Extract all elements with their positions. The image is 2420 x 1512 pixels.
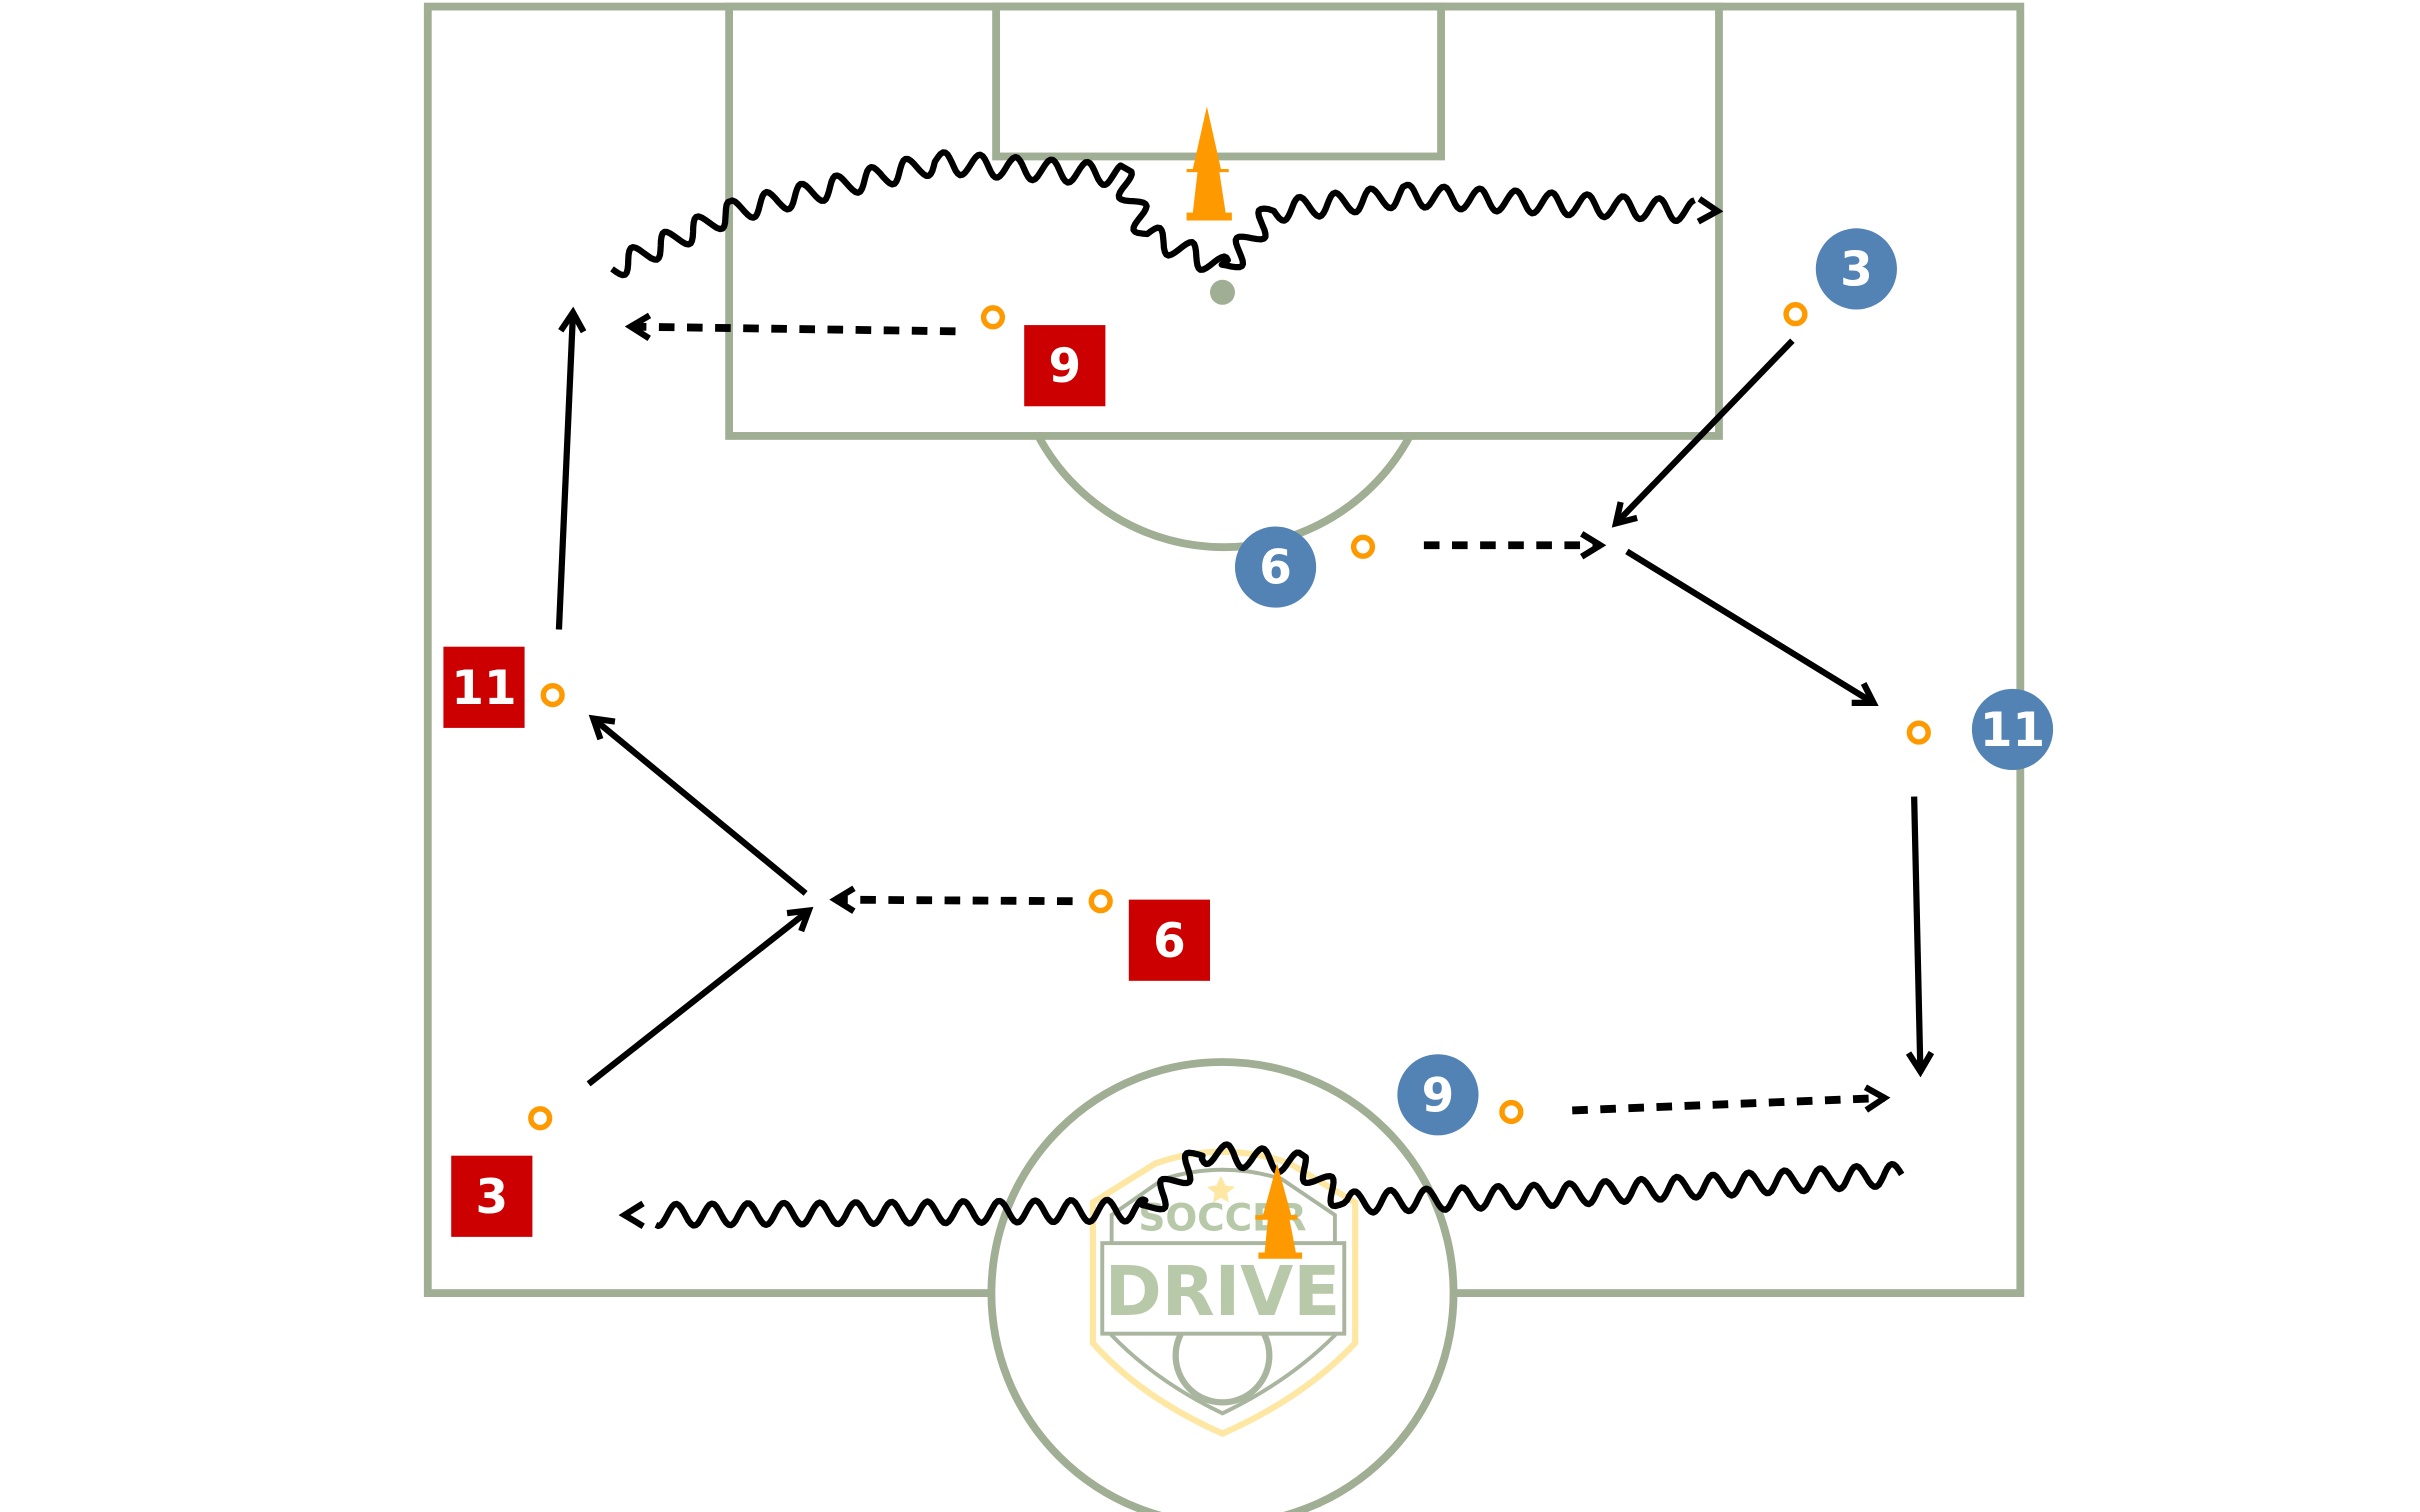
penalty-box xyxy=(725,2,1723,440)
dribble-path xyxy=(610,149,1696,279)
ball-marker xyxy=(980,305,1006,330)
ball-marker xyxy=(1906,720,1931,745)
blue-player-6[interactable]: 6 xyxy=(1234,526,1317,608)
arrowhead-icon xyxy=(618,1200,645,1229)
player-number: 3 xyxy=(1840,243,1873,297)
cones xyxy=(1186,106,1303,1259)
blue-player-3[interactable]: 3 xyxy=(1815,228,1897,310)
red-player-3[interactable]: 3 xyxy=(451,1155,533,1237)
movement-lines xyxy=(555,149,1935,1230)
dribble-path xyxy=(654,1141,1905,1230)
player-number: 6 xyxy=(1153,915,1186,969)
arrowhead-icon xyxy=(1905,1050,1935,1078)
red-player-6[interactable]: 6 xyxy=(1128,899,1210,981)
arrowhead-icon xyxy=(1696,196,1724,225)
player-number: 9 xyxy=(1422,1069,1455,1123)
logo-banner xyxy=(1100,1241,1347,1336)
player-number: 6 xyxy=(1259,542,1292,596)
player-number: 11 xyxy=(1980,704,2045,758)
red-team: 9 11 6 3 xyxy=(443,325,1210,1237)
arrowhead-icon xyxy=(1851,682,1879,707)
arrowhead-icon xyxy=(588,714,616,741)
blue-player-9[interactable]: 9 xyxy=(1397,1054,1479,1136)
run-arrow xyxy=(1572,1094,1885,1115)
ball-marker xyxy=(528,1106,553,1131)
player-number: 9 xyxy=(1049,340,1082,394)
arrowhead-icon xyxy=(558,306,587,334)
ball-marker xyxy=(540,683,565,708)
goal-area xyxy=(992,2,1445,161)
pass-arrow xyxy=(586,908,811,1087)
arrowhead-icon xyxy=(829,885,856,914)
penalty-arc xyxy=(1034,434,1414,552)
blue-team: 3 6 11 9 xyxy=(1234,228,2054,1136)
penalty-spot xyxy=(1210,279,1235,305)
ball-markers xyxy=(528,302,1931,1131)
logo-watermark: SOCCER DRIVE xyxy=(1089,1148,1359,1438)
run-arrow xyxy=(630,322,956,336)
arrowhead-icon xyxy=(1611,501,1638,528)
ball-marker xyxy=(1088,889,1113,914)
cone-icon xyxy=(1186,106,1232,221)
ball-marker xyxy=(1499,1099,1524,1125)
arrowhead-icon xyxy=(624,312,652,341)
blue-player-11[interactable]: 11 xyxy=(1971,688,2054,771)
red-player-11[interactable]: 11 xyxy=(443,646,525,728)
arrowhead-icon xyxy=(786,906,814,933)
logo-star-icon xyxy=(1206,1175,1235,1203)
logo-shield-inner xyxy=(1109,1167,1337,1416)
ball-marker xyxy=(1350,534,1376,559)
ball-marker xyxy=(1783,302,1808,327)
cone-icon xyxy=(1255,1163,1303,1259)
logo-text-main: DRIVE xyxy=(1105,1252,1341,1332)
pass-arrow xyxy=(1625,548,1876,706)
arrowhead-icon xyxy=(1580,531,1607,560)
pass-arrow xyxy=(555,312,577,630)
pass-arrow xyxy=(591,716,808,896)
pass-arrow xyxy=(1613,338,1795,526)
logo-shield-outer xyxy=(1089,1148,1359,1438)
pass-arrow xyxy=(1911,796,1924,1072)
red-player-9[interactable]: 9 xyxy=(1024,325,1106,407)
arrowhead-icon xyxy=(1863,1084,1891,1113)
player-number: 3 xyxy=(476,1171,509,1225)
run-arrow xyxy=(835,895,1073,906)
player-number: 11 xyxy=(451,662,516,716)
